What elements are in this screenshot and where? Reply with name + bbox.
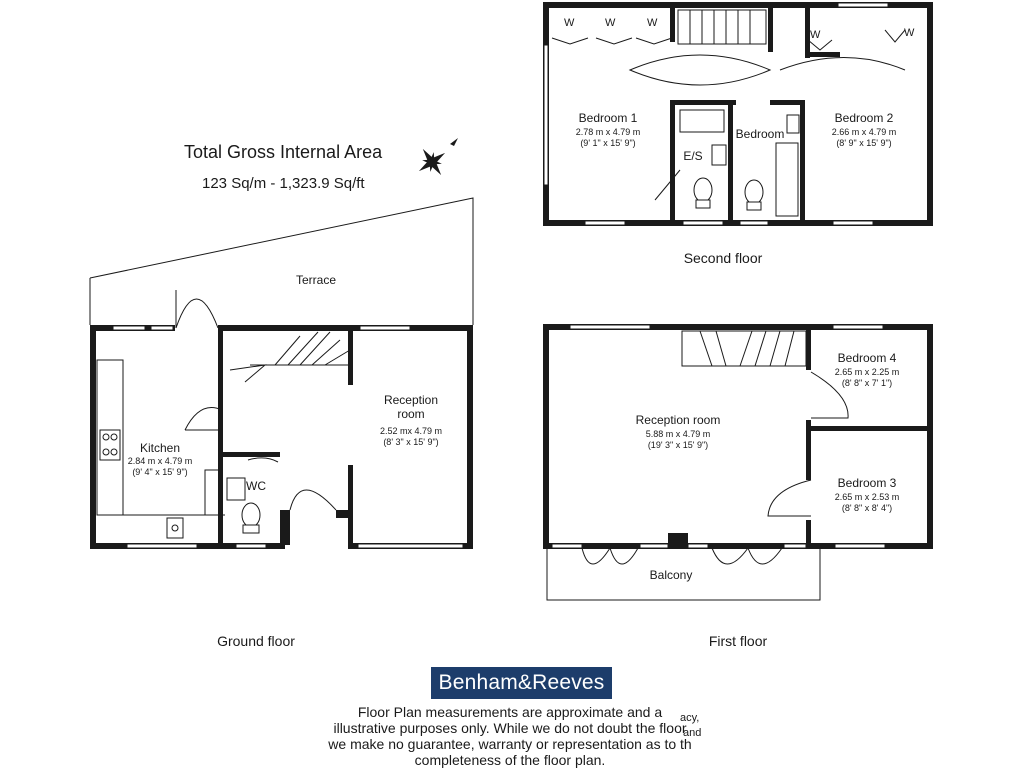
room-name-ensuite: E/S <box>683 149 702 163</box>
room-size-imperial: (8' 8" x 7' 1") <box>842 378 892 388</box>
wardrobe-mark: W <box>647 17 658 29</box>
first-floor-plan: Reception room 5.88 m x 4.79 m (19' 3" x… <box>543 324 933 649</box>
room-name-bedroom-3: Bedroom 3 <box>838 476 897 490</box>
room-size-metric: 2.84 m x 4.79 m <box>128 456 193 466</box>
wardrobe-mark: W <box>605 17 616 29</box>
room-name-bedroom-1: Bedroom 1 <box>579 111 638 125</box>
room-size-metric: 2.65 m x 2.53 m <box>835 492 900 502</box>
room-name-reception: room <box>397 407 424 421</box>
room-size-metric: 2.78 m x 4.79 m <box>576 127 641 137</box>
floor-label-ground: Ground floor <box>217 633 295 649</box>
room-name-bedroom-2: Bedroom 2 <box>835 111 894 125</box>
room-size-imperial: (19' 3" x 15' 9") <box>648 440 708 450</box>
terrace-label: Terrace <box>296 273 336 287</box>
room-name-bathroom: Bedroom <box>736 127 785 141</box>
floor-label-first: First floor <box>709 633 768 649</box>
room-size-metric: 5.88 m x 4.79 m <box>646 429 711 439</box>
room-size-metric: 2.65 m x 2.25 m <box>835 367 900 377</box>
disclaimer-line: illustrative purposes only. While we do … <box>333 720 687 736</box>
room-size-imperial: (9' 1" x 15' 9") <box>580 138 635 148</box>
room-size-imperial: (8' 3" x 15' 9") <box>383 437 438 447</box>
wardrobe-mark: W <box>904 27 915 39</box>
disclaimer-line: we make no guarantee, warranty or repres… <box>328 736 692 752</box>
ground-floor-plan: Terrace <box>89 197 474 649</box>
room-name-reception: Reception room <box>636 413 721 427</box>
disclaimer-line: completeness of the floor plan. <box>414 752 606 768</box>
wardrobe-mark: W <box>564 17 575 29</box>
room-name-bedroom-4: Bedroom 4 <box>838 351 897 365</box>
second-floor-plan: W W W W W Bedroom 1 2.78 m x 4.79 m (9' … <box>543 2 933 266</box>
balcony-label: Balcony <box>650 568 693 582</box>
disclaimer-text: Floor Plan measurements are approximate … <box>300 704 720 768</box>
total-area-title: Total Gross Internal Area <box>184 142 383 162</box>
room-name-kitchen: Kitchen <box>140 441 180 455</box>
disclaimer-fragment: and <box>683 727 701 739</box>
wardrobe-mark: W <box>810 29 821 41</box>
room-name-wc: WC <box>246 479 266 493</box>
room-size-metric: 2.52 mx 4.79 m <box>380 426 442 436</box>
room-name-reception: Reception <box>384 393 438 407</box>
compass-star-icon <box>418 138 458 176</box>
room-size-imperial: (8' 8" x 8' 4") <box>842 503 892 513</box>
room-size-metric: 2.66 m x 4.79 m <box>832 127 897 137</box>
floor-label-second: Second floor <box>684 250 763 266</box>
disclaimer-line: Floor Plan measurements are approximate … <box>357 704 663 720</box>
disclaimer-fragment: acy, <box>680 712 699 724</box>
room-size-imperial: (8' 9" x 15' 9") <box>836 138 891 148</box>
total-area-value: 123 Sq/m - 1,323.9 Sq/ft <box>202 175 365 192</box>
room-size-imperial: (9' 4" x 15' 9") <box>132 467 187 477</box>
brand-logo: Benham&Reeves <box>431 667 612 699</box>
